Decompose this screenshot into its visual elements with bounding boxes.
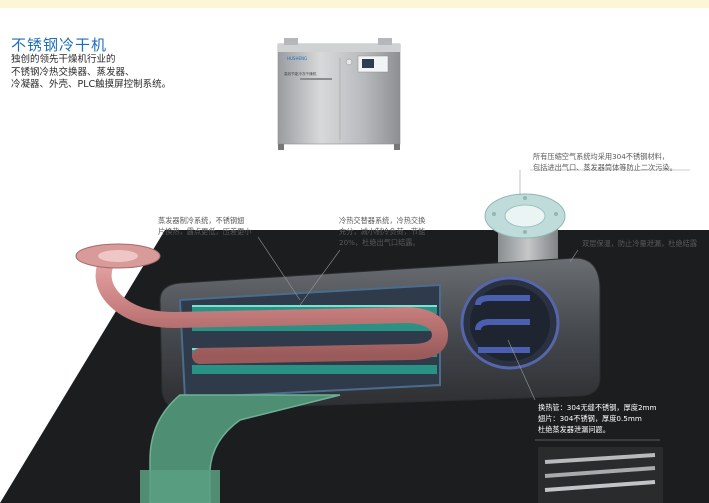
evaporator-vessel [159,257,601,411]
callout-leaders [257,169,690,441]
callout-heat-exchanger: 冷热交替器系统，冷热交换 充分，减小制冷负荷，节能 20%，杜绝出气口结露。 [339,216,426,247]
right-chamber-coils [475,295,530,353]
top-accent-bar [0,0,709,8]
cabinet-panel-label: 高效节能冷冻干燥机 [284,71,317,76]
inner-air-pipe [75,243,449,364]
callout-evaporator: 蒸发器制冷系统，不锈钢翅 片换热，露点更低，压差更小 [158,216,252,236]
subtitle-line: 独创的领先干燥机行业的 [11,54,116,65]
subtitle-line: 不锈钢冷热交换器、蒸发器、 [11,66,135,78]
page-title: 不锈钢冷干机 [11,36,108,54]
subtitle-line: 冷凝器、外壳、PLC触摸屏控制系统。 [11,79,172,91]
dryer-cabinet: HUSHENG 高效节能冷冻干燥机 [277,38,401,150]
coil-photo [538,447,663,503]
callout-piping: 所有压缩空气系统均采用304不锈钢材料， 包括进出气口、蒸发器筒体等防止二次污染… [533,152,677,172]
callout-insulation: 双层保温，防止冷量泄漏，杜绝结露 [582,239,698,248]
bottom-outlet-pipe [140,394,341,503]
callout-tube: 换热管：304无缝不锈钢，厚度2mm 翅片：304不锈钢，厚度0.5mm 杜绝蒸… [538,403,657,434]
page-subtitle: 独创的领先干燥机行业的 不锈钢冷热交换器、蒸发器、 冷凝器、外壳、PLC触摸屏控… [11,54,171,92]
cabinet-brand-label: HUSHENG [287,56,307,61]
